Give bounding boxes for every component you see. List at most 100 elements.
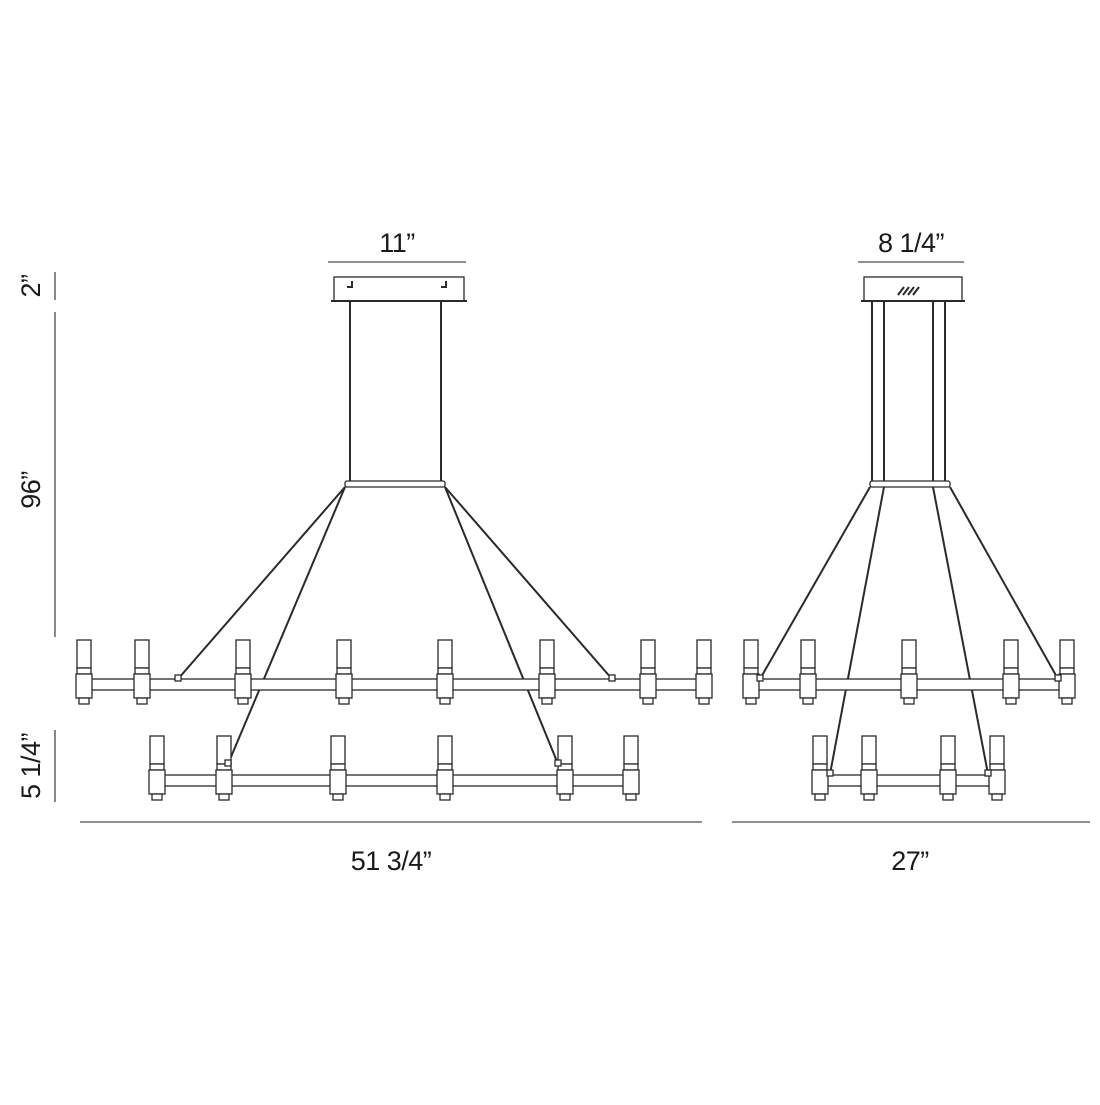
light-shade (1003, 639, 1019, 669)
light-collar (901, 667, 917, 675)
label-canopy-height: 2” (16, 274, 46, 297)
light-body (133, 673, 151, 699)
light-collar (1003, 667, 1019, 675)
tier-bar (825, 774, 991, 787)
cable-clip (826, 769, 834, 777)
light-body (799, 673, 817, 699)
lower-tier (148, 735, 640, 801)
light-collar (134, 667, 150, 675)
light-module (215, 735, 233, 801)
light-cap (559, 793, 571, 801)
light-module (695, 639, 713, 705)
mounting-hook-icon (441, 281, 447, 288)
cable-clip (756, 674, 764, 682)
light-shade (437, 735, 453, 765)
light-cap (942, 793, 954, 801)
light-collar (437, 667, 453, 675)
light-shade (989, 735, 1005, 765)
light-body (811, 769, 829, 795)
texture-hatch-icon (902, 286, 910, 296)
light-body (75, 673, 93, 699)
texture-hatch-icon (912, 286, 920, 296)
light-cap (642, 697, 654, 705)
light-shade (861, 735, 877, 765)
light-cap (802, 697, 814, 705)
light-module (742, 639, 760, 705)
light-collar (800, 667, 816, 675)
light-cap (151, 793, 163, 801)
upper-tier (75, 639, 713, 705)
front-view (75, 276, 713, 801)
light-body (1002, 673, 1020, 699)
support-cable (227, 486, 346, 765)
label-drop-height: 96” (16, 471, 46, 509)
light-module (639, 639, 657, 705)
light-module (900, 639, 918, 705)
light-body (695, 673, 713, 699)
light-body (215, 769, 233, 795)
light-shade (800, 639, 816, 669)
light-cap (903, 697, 915, 705)
canopy (333, 276, 465, 302)
support-cable (949, 486, 1059, 680)
light-shade (336, 639, 352, 669)
light-cap (541, 697, 553, 705)
light-cap (237, 697, 249, 705)
light-cap (439, 697, 451, 705)
light-collar (437, 763, 453, 771)
light-module (860, 735, 878, 801)
mounting-hook-icon (347, 281, 353, 288)
light-collar (696, 667, 712, 675)
light-collar (149, 763, 165, 771)
light-body (622, 769, 640, 795)
texture-hatch-icon (907, 286, 915, 296)
light-collar (539, 667, 555, 675)
light-body (436, 769, 454, 795)
light-body (329, 769, 347, 795)
light-module (1002, 639, 1020, 705)
label-overall-width: 51 3/4” (351, 846, 432, 876)
lower-tier (811, 735, 1006, 801)
light-cap (338, 697, 350, 705)
light-module (75, 639, 93, 705)
light-module (1058, 639, 1076, 705)
support-cable (444, 486, 613, 680)
support-cable (177, 486, 346, 680)
label-canopy-side: 8 1/4” (878, 228, 944, 258)
light-shade (437, 639, 453, 669)
hub-ring (344, 480, 446, 488)
label-overall-depth: 27” (891, 846, 929, 876)
light-body (538, 673, 556, 699)
cable-clip (984, 769, 992, 777)
support-cable (759, 486, 871, 680)
light-body (939, 769, 957, 795)
light-cap (625, 793, 637, 801)
light-body (900, 673, 918, 699)
light-collar (623, 763, 639, 771)
light-shade (134, 639, 150, 669)
light-shade (76, 639, 92, 669)
support-cable (829, 486, 885, 775)
light-collar (1059, 667, 1075, 675)
texture-hatch-icon (897, 286, 905, 296)
light-cap (136, 697, 148, 705)
dimension-lines (54, 261, 1090, 823)
light-cap (1061, 697, 1073, 705)
light-collar (336, 667, 352, 675)
light-module (799, 639, 817, 705)
light-body (556, 769, 574, 795)
light-shade (901, 639, 917, 669)
light-collar (640, 667, 656, 675)
light-module (329, 735, 347, 801)
light-shade (640, 639, 656, 669)
cable-clip (224, 759, 232, 767)
light-body (148, 769, 166, 795)
light-body (335, 673, 353, 699)
cable-clip (174, 674, 182, 682)
light-collar (743, 667, 759, 675)
light-collar (330, 763, 346, 771)
light-shade (235, 639, 251, 669)
light-cap (698, 697, 710, 705)
